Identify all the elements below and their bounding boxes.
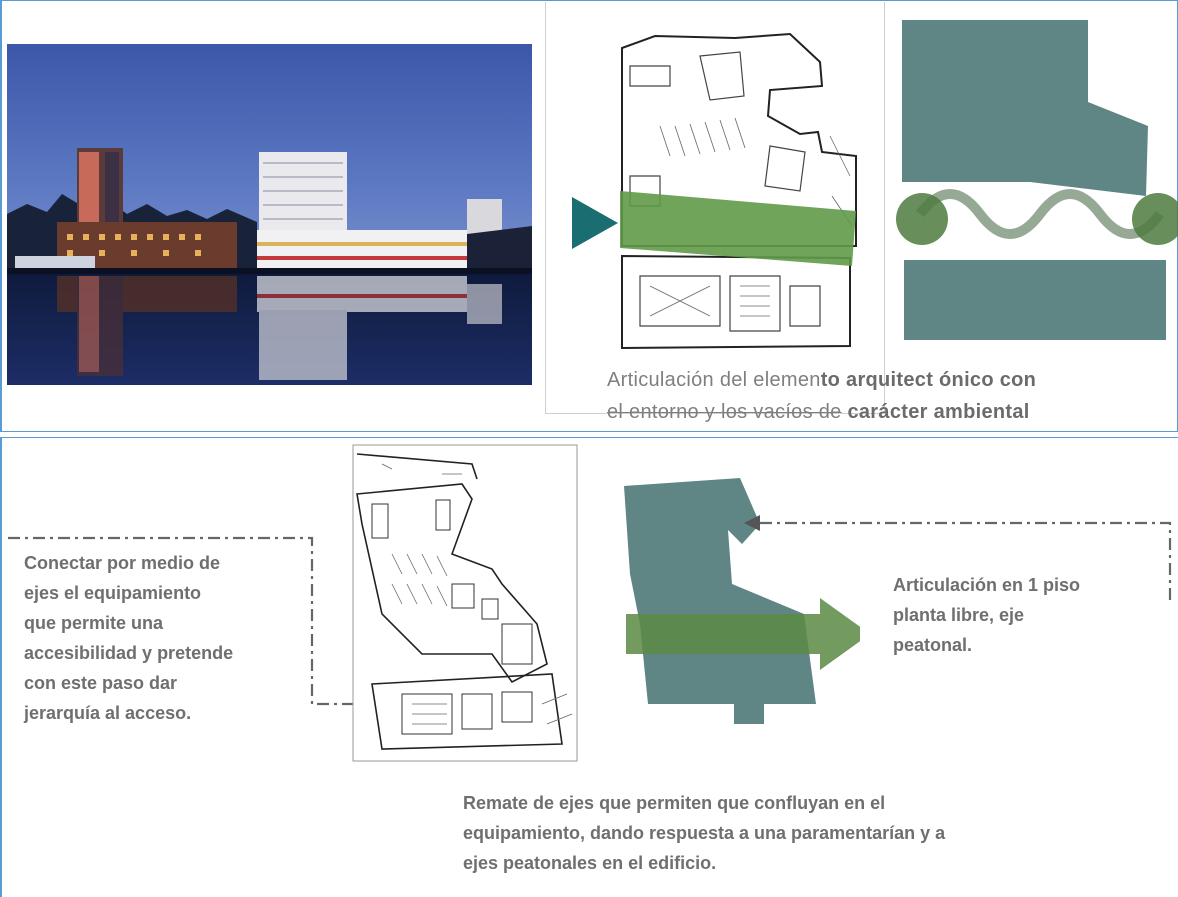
left-note: Conectar por medio de ejes el equipamien… xyxy=(24,548,314,728)
entry-arrow-icon xyxy=(572,197,618,249)
top-caption-part1: Articulación del elemen xyxy=(607,369,821,391)
top-caption-line2b: carácter ambiental xyxy=(841,401,1030,423)
right-note: Articulación en 1 piso planta libre, eje… xyxy=(893,570,1173,660)
right-note-line: planta libre, eje xyxy=(893,605,1025,625)
left-note-line: jerarquía al acceso. xyxy=(24,703,192,723)
left-note-line: accesibilidad y pretende xyxy=(24,643,234,663)
bottom-note-line: equipamiento, dando respuesta a una para… xyxy=(463,823,946,843)
left-note-line: con este paso dar xyxy=(24,673,178,693)
bottom-note: Remate de ejes que permiten que confluya… xyxy=(463,788,1103,878)
site-plan-drawing xyxy=(352,444,578,762)
top-caption: Articulación del elemento arquitect ónic… xyxy=(607,364,1177,428)
building-photo xyxy=(7,44,532,385)
bottom-note-line: Remate de ejes que permiten que confluya… xyxy=(463,793,886,813)
right-note-line: peatonal. xyxy=(893,635,973,655)
floor-plan-drawing xyxy=(620,32,857,350)
massing-diagram-bottom xyxy=(624,478,860,724)
top-caption-part2: to arquitect ónico con xyxy=(820,369,1037,391)
left-note-line: Conectar por medio de xyxy=(24,553,221,573)
right-callout-lines xyxy=(744,515,1172,600)
floor-plan-frame xyxy=(545,2,885,414)
left-note-line: ejes el equipamiento xyxy=(24,583,202,603)
bottom-panel xyxy=(0,437,1178,897)
right-note-line: Articulación en 1 piso xyxy=(893,575,1081,595)
bottom-note-line: ejes peatonales en el edificio. xyxy=(463,853,717,873)
left-note-line: que permite una xyxy=(24,613,164,633)
top-caption-line2a: el entorno y los vacíos de xyxy=(607,401,842,423)
left-callout-lines xyxy=(8,536,370,706)
massing-diagram-top xyxy=(896,20,1178,340)
